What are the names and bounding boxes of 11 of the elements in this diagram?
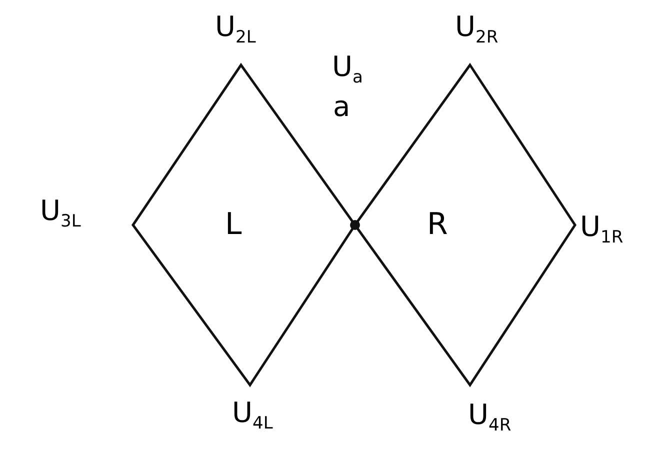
diamond-region (355, 65, 575, 385)
vertex-label: U$_{2L}$ (215, 12, 256, 50)
point-label: U$_{a}$ (332, 52, 363, 90)
point-label: a (333, 92, 350, 122)
vertex-label: U$_{2R}$ (455, 12, 498, 50)
vertex-label: U$_{3L}$ (40, 196, 81, 234)
region-label: L (225, 210, 242, 240)
region-label: R (427, 210, 448, 240)
vertex-label: U$_{4L}$ (232, 398, 273, 436)
vertex-label: U$_{4R}$ (468, 400, 512, 438)
vertex-label: U$_{1R}$ (580, 212, 624, 250)
